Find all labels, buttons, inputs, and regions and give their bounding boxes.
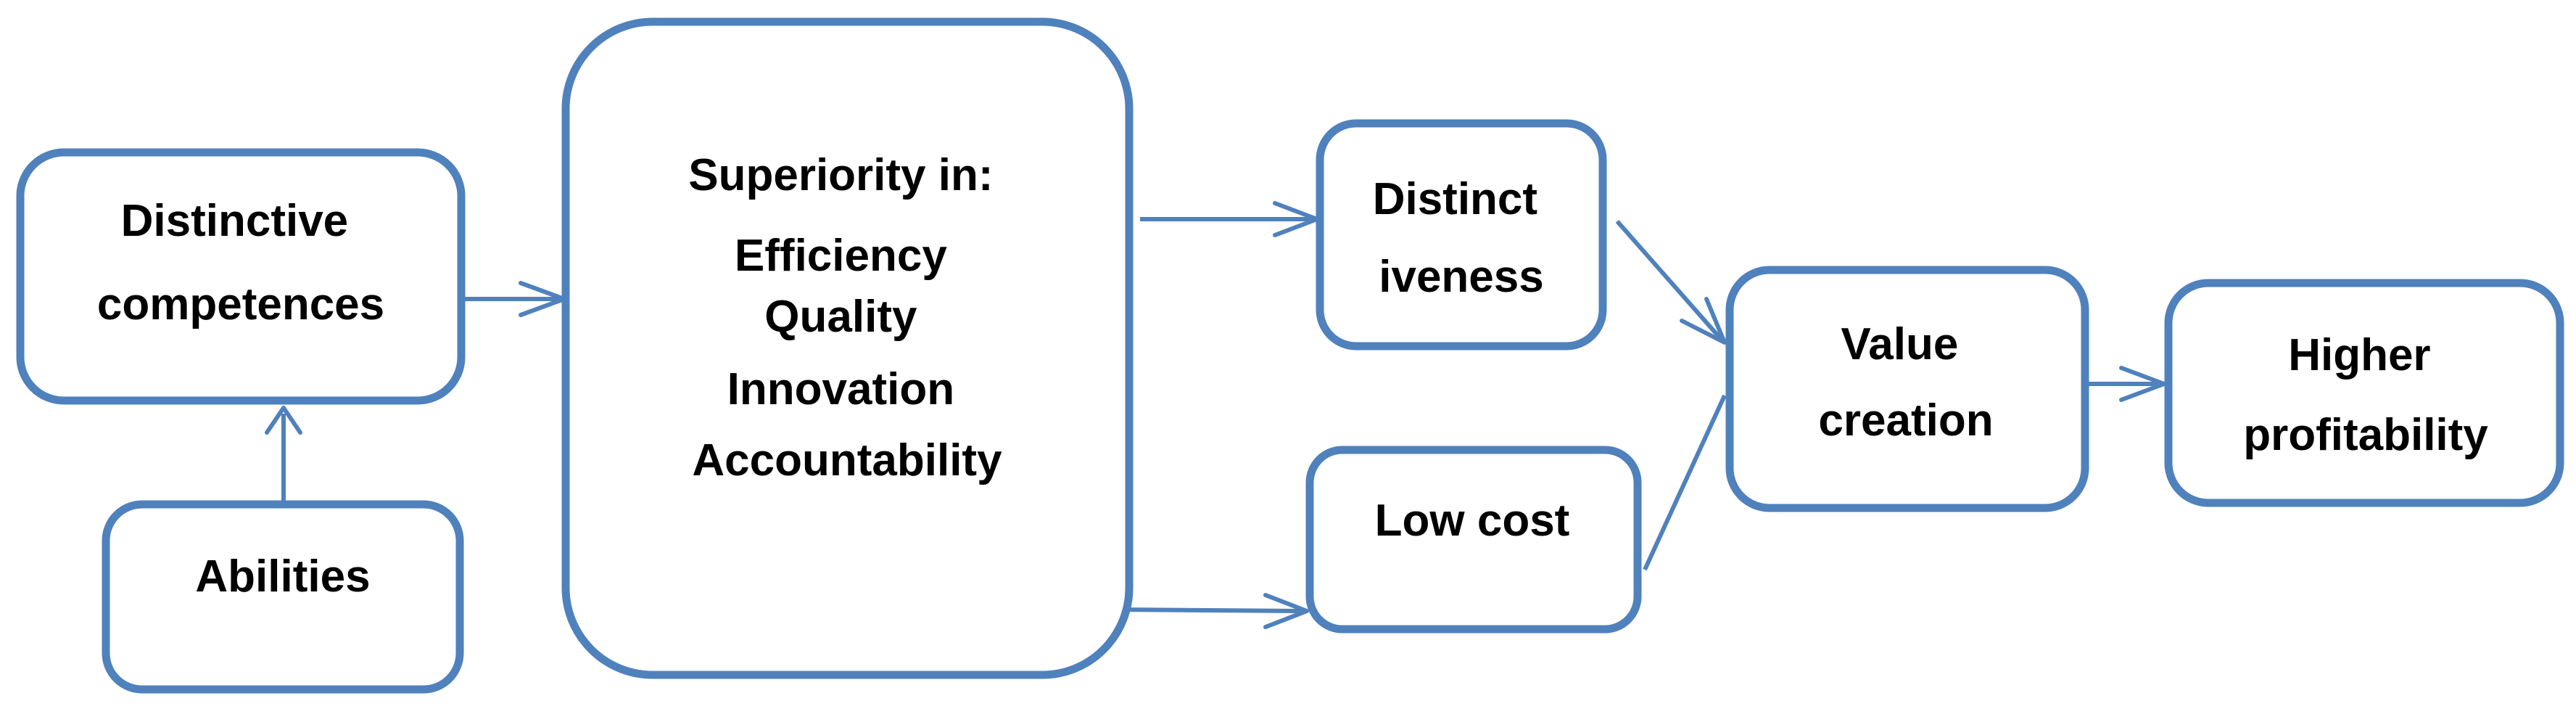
- low-cost-label: Low cost: [1375, 496, 1570, 546]
- superiority-line-2: Efficiency: [735, 231, 947, 281]
- value-creation-label: Value creation: [1818, 319, 1993, 446]
- distinctive-competences-line-1: Distinctive: [121, 196, 349, 246]
- arrowhead-to-profitability: [2119, 366, 2166, 402]
- superiority-line-5: Accountability: [692, 435, 1002, 485]
- edge-superiority-to-low-cost: [1120, 607, 1301, 613]
- edge-distinctiveness-to-value: [1615, 220, 1722, 340]
- value-creation-line-1: Value: [1841, 319, 1958, 369]
- low-cost-line-1: Low cost: [1375, 496, 1570, 546]
- distinctiveness-box: [1316, 119, 1607, 351]
- superiority-line-1: Superiority in:: [688, 150, 993, 200]
- arrowhead-from-distinctiveness: [1680, 297, 1727, 345]
- edge-low-cost-to-value: [1643, 394, 1727, 571]
- higher-profitability-box: [2164, 279, 2564, 507]
- low-cost-box: [1305, 446, 1642, 634]
- superiority-box: [561, 17, 1134, 679]
- superiority-label: Superiority in: Efficiency Quality Innov…: [688, 150, 1006, 485]
- superiority-line-3: Quality: [764, 292, 917, 342]
- abilities-box: [102, 500, 464, 694]
- arrowhead-to-low-cost: [1263, 593, 1309, 629]
- higher-profitability-label: Higher profitability: [2243, 330, 2488, 460]
- distinctiveness-label: Distinct iveness: [1373, 174, 1551, 302]
- value-creation-box: [1725, 266, 2089, 512]
- abilities-line-1: Abilities: [195, 552, 370, 602]
- distinctiveness-line-2: iveness: [1379, 252, 1544, 302]
- distinctive-competences-line-2: competences: [97, 279, 384, 329]
- superiority-line-4: Innovation: [727, 364, 954, 414]
- arrowhead-to-competences: [265, 406, 302, 435]
- distinctive-competences-box: [16, 148, 466, 405]
- distinctive-competences-label: Distinctive competences: [97, 196, 384, 329]
- distinctiveness-line-1: Distinct: [1373, 174, 1537, 224]
- higher-profitability-line-1: Higher: [2288, 330, 2430, 380]
- higher-profitability-line-2: profitability: [2243, 410, 2488, 460]
- value-creation-line-2: creation: [1818, 396, 1993, 446]
- abilities-label: Abilities: [195, 552, 370, 602]
